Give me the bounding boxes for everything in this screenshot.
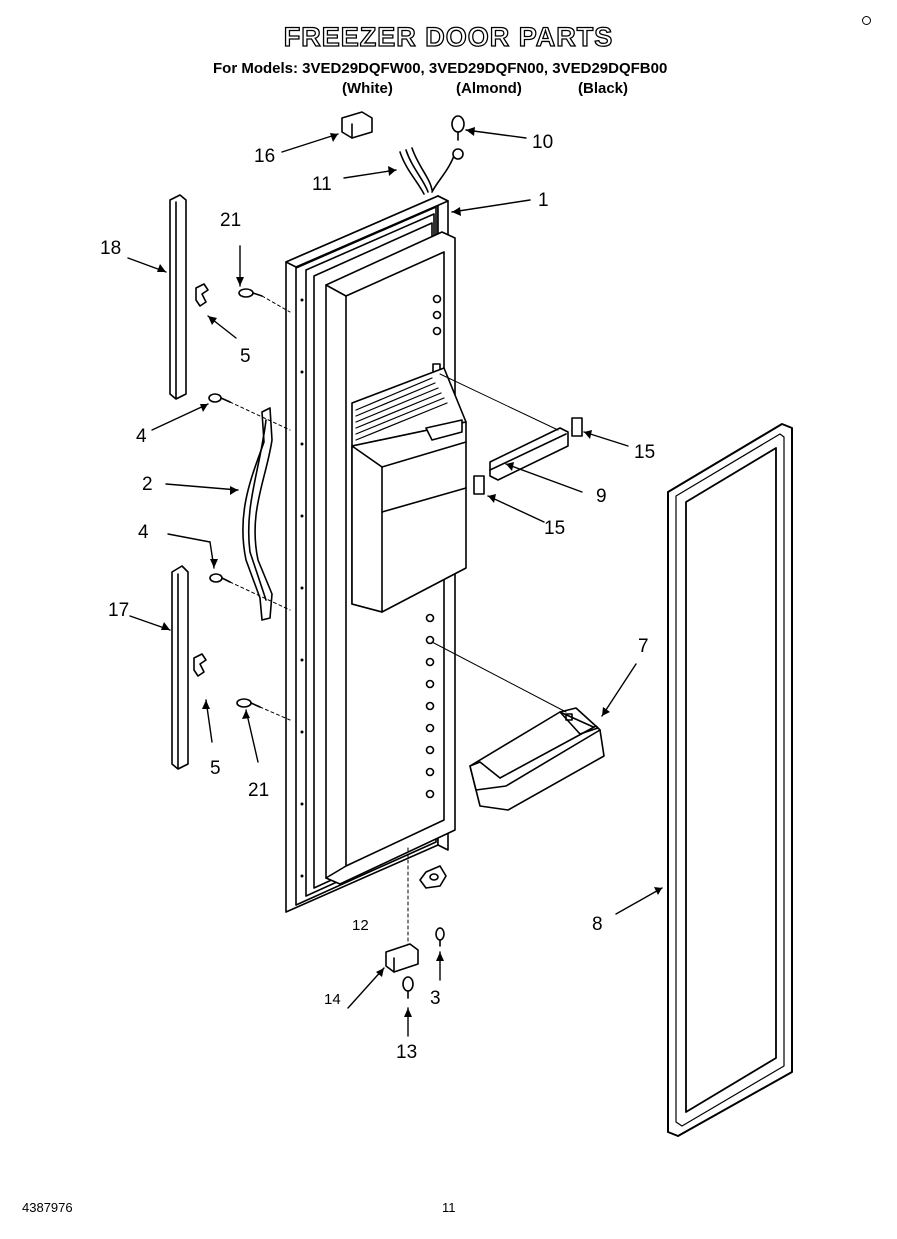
hinge-12 xyxy=(419,865,447,889)
callout-18: 18 xyxy=(100,238,121,259)
callout-4-upper: 4 xyxy=(136,426,147,447)
callout-10: 10 xyxy=(532,132,553,153)
callout-7: 7 xyxy=(638,636,649,657)
callout-1: 1 xyxy=(538,190,549,211)
callout-12: 12 xyxy=(352,917,369,934)
retainer-15-upper xyxy=(571,417,583,437)
door-trim-lower xyxy=(171,565,189,770)
color-almond: (Almond) xyxy=(456,80,522,97)
page-number: 11 xyxy=(442,1200,456,1215)
callout-5-lower: 5 xyxy=(210,758,221,779)
callout-5-upper: 5 xyxy=(240,346,251,367)
callout-9: 9 xyxy=(596,486,607,507)
callout-17: 17 xyxy=(108,600,129,621)
wire-harness-11 xyxy=(399,147,464,195)
callout-16: 16 xyxy=(254,146,275,167)
callout-21-upper: 21 xyxy=(220,210,241,231)
color-white: (White) xyxy=(342,80,393,97)
screw-21-lower xyxy=(236,698,261,708)
door-trim-upper xyxy=(169,194,187,400)
screw-4-upper xyxy=(208,393,231,403)
models-line: For Models: 3VED29DQFW00, 3VED29DQFN00, … xyxy=(213,60,668,77)
callout-15-lower: 15 xyxy=(544,518,565,539)
door-assembly xyxy=(285,195,467,913)
hinge-screw-3 xyxy=(435,927,445,947)
switch-16 xyxy=(341,111,373,139)
callout-2: 2 xyxy=(142,474,153,495)
color-black: (Black) xyxy=(578,80,629,97)
screw-21-upper xyxy=(238,288,263,298)
screw-4-lower xyxy=(209,573,231,583)
callout-21-lower: 21 xyxy=(248,780,269,801)
door-shelf-7 xyxy=(431,641,605,811)
page-title: FREEZER DOOR PARTS xyxy=(283,21,614,52)
hinge-pin-13 xyxy=(402,976,414,999)
callout-14: 14 xyxy=(324,991,341,1008)
door-gasket xyxy=(667,423,793,1137)
bushing-14 xyxy=(385,943,419,973)
trim-clip-lower xyxy=(193,653,207,677)
document-number: 4387976 xyxy=(22,1200,73,1215)
callout-13: 13 xyxy=(396,1042,417,1063)
trim-clip-upper xyxy=(195,283,209,307)
callout-8: 8 xyxy=(592,914,603,935)
callout-4-lower: 4 xyxy=(138,522,149,543)
bulb-10 xyxy=(451,115,465,141)
callout-15-upper: 15 xyxy=(634,442,655,463)
callout-3: 3 xyxy=(430,988,441,1009)
registration-mark xyxy=(862,16,871,25)
callout-11: 11 xyxy=(312,174,332,195)
door-handle xyxy=(242,407,273,621)
retainer-15-lower xyxy=(473,475,485,495)
